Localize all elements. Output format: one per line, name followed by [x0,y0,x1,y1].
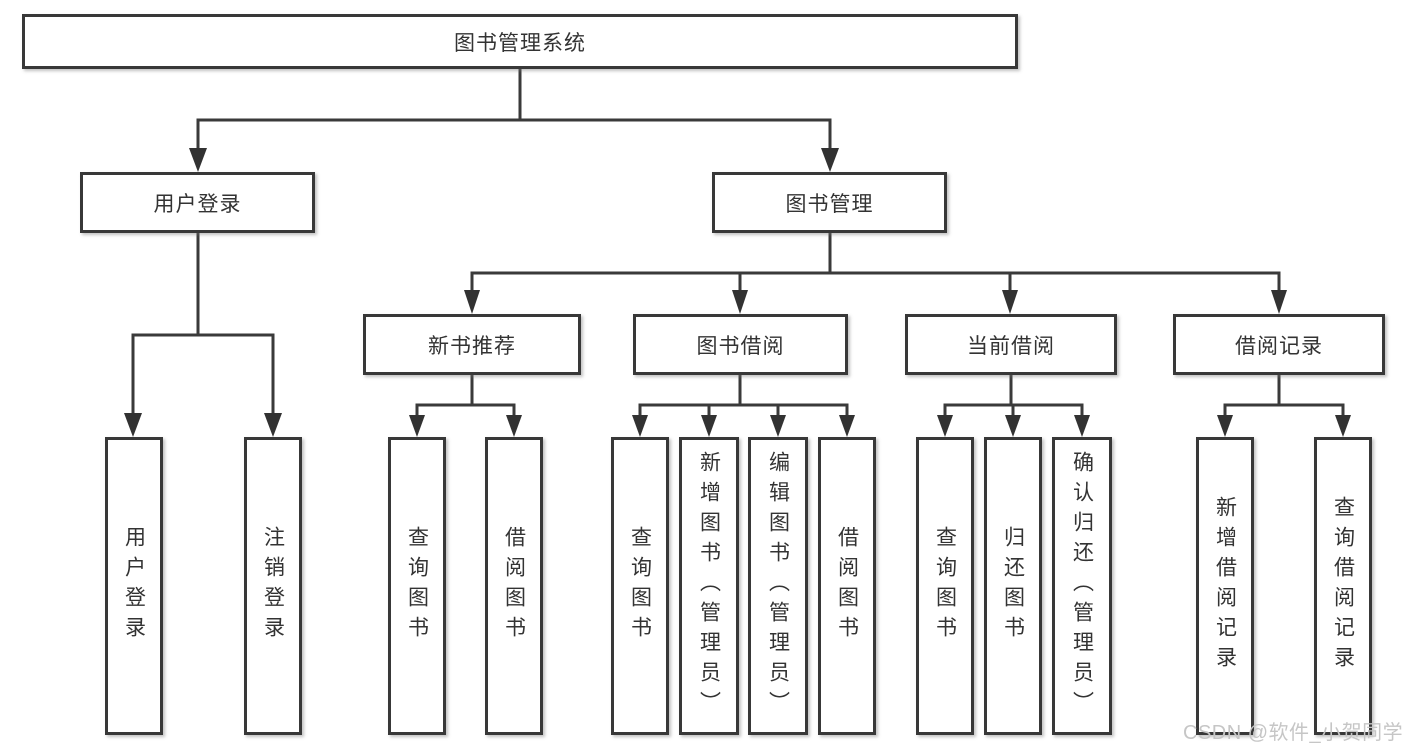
leaf-add-borrow-record-label: 新增借阅记录 [1213,496,1237,676]
leaf-logout-label: 注销登录 [261,526,285,646]
leaf-user-login-label: 用户登录 [122,526,146,646]
node-book-management: 图书管理 [712,172,947,233]
leaf-add-book-admin: 新增图书（管理员） [679,437,739,735]
node-book-borrow: 图书借阅 [633,314,848,375]
node-root-label: 图书管理系统 [454,31,586,55]
node-user-login-branch-label: 用户登录 [153,192,242,216]
node-root-system: 图书管理系统 [22,14,1018,69]
node-book-management-label: 图书管理 [785,192,874,216]
leaf-add-borrow-record: 新增借阅记录 [1196,437,1254,735]
leaf-add-book-admin-label: 新增图书（管理员） [697,451,721,721]
leaf-confirm-return-admin-label: 确认归还（管理员） [1070,451,1094,721]
leaf-borrow-query-book: 查询图书 [611,437,669,735]
node-current-borrow: 当前借阅 [905,314,1117,375]
leaf-recommend-query-book: 查询图书 [388,437,446,735]
leaf-current-query-book-label: 查询图书 [933,526,957,646]
leaf-borrow-query-book-label: 查询图书 [628,526,652,646]
node-new-book-recommend: 新书推荐 [363,314,581,375]
node-user-login-branch: 用户登录 [80,172,315,233]
leaf-borrow-book: 借阅图书 [818,437,876,735]
leaf-recommend-borrow-book-label: 借阅图书 [502,526,526,646]
leaf-logout: 注销登录 [244,437,302,735]
node-borrow-records-label: 借阅记录 [1235,334,1323,358]
node-new-book-recommend-label: 新书推荐 [428,334,516,358]
leaf-confirm-return-admin: 确认归还（管理员） [1052,437,1112,735]
leaf-return-book-label: 归还图书 [1001,526,1025,646]
leaf-edit-book-admin-label: 编辑图书（管理员） [766,451,790,721]
leaf-return-book: 归还图书 [984,437,1042,735]
leaf-query-borrow-record: 查询借阅记录 [1314,437,1372,735]
leaf-current-query-book: 查询图书 [916,437,974,735]
leaf-query-borrow-record-label: 查询借阅记录 [1331,496,1355,676]
node-current-borrow-label: 当前借阅 [967,334,1055,358]
node-borrow-records: 借阅记录 [1173,314,1385,375]
leaf-edit-book-admin: 编辑图书（管理员） [748,437,808,735]
leaf-borrow-book-label: 借阅图书 [835,526,859,646]
leaf-recommend-borrow-book: 借阅图书 [485,437,543,735]
leaf-user-login: 用户登录 [105,437,163,735]
node-book-borrow-label: 图书借阅 [696,334,785,358]
leaf-recommend-query-book-label: 查询图书 [405,526,429,646]
csdn-watermark: CSDN @软件_小贺同学 [1183,722,1404,744]
